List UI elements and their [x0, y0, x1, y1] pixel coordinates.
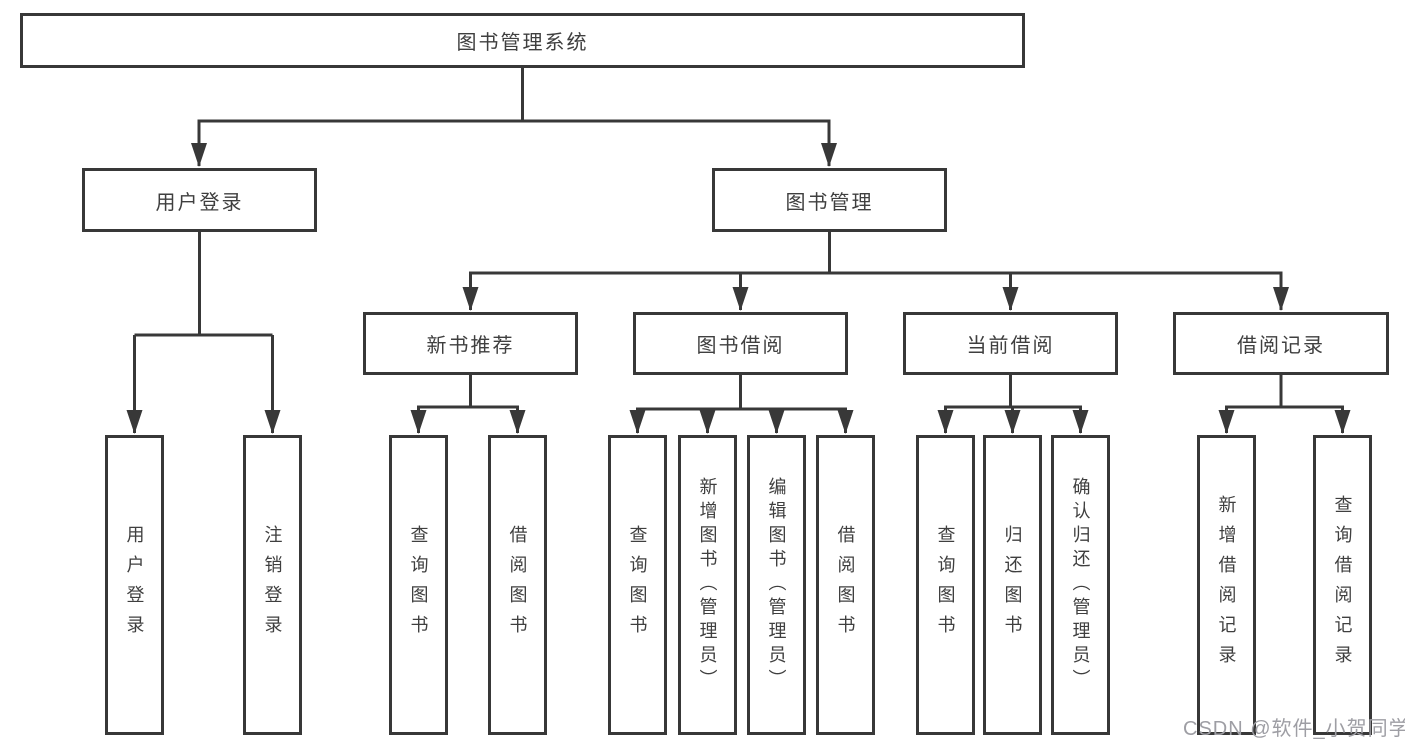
leaf-return-books: 归还图书 — [983, 435, 1042, 735]
node-current-borrow: 当前借阅 — [903, 312, 1118, 375]
node-user-login: 用户登录 — [82, 168, 317, 232]
leaf-edit-books-admin: 编辑图书（管理员） — [747, 435, 806, 735]
node-book-borrow: 图书借阅 — [633, 312, 848, 375]
leaf-label: 借阅图书 — [507, 525, 528, 645]
leaf-label: 归还图书 — [1002, 525, 1023, 645]
leaf-add-borrow-record: 新增借阅记录 — [1197, 435, 1256, 735]
node-book-management: 图书管理 — [712, 168, 947, 232]
leaf-label: 查询图书 — [627, 525, 648, 645]
leaf-label: 查询图书 — [935, 525, 956, 645]
leaf-logout: 注销登录 — [243, 435, 302, 735]
leaf-borrow-books-recommend: 借阅图书 — [488, 435, 547, 735]
leaf-borrow-books: 借阅图书 — [816, 435, 875, 735]
leaf-confirm-return-admin: 确认归还（管理员） — [1051, 435, 1110, 735]
leaf-label: 查询图书 — [408, 525, 429, 645]
leaf-user-login: 用户登录 — [105, 435, 164, 735]
leaf-label: 新增借阅记录 — [1216, 495, 1237, 675]
leaf-label: 用户登录 — [124, 525, 145, 645]
leaf-label: 查询借阅记录 — [1332, 495, 1353, 675]
node-borrow-records: 借阅记录 — [1173, 312, 1389, 375]
leaf-label: 确认归还（管理员） — [1070, 477, 1091, 693]
csdn-watermark: CSDN @软件_小贺同学 — [1183, 718, 1405, 740]
node-root-system: 图书管理系统 — [20, 13, 1025, 68]
leaf-query-books-current: 查询图书 — [916, 435, 975, 735]
leaf-label: 编辑图书（管理员） — [766, 477, 787, 693]
leaf-add-books-admin: 新增图书（管理员） — [678, 435, 737, 735]
leaf-query-books-recommend: 查询图书 — [389, 435, 448, 735]
leaf-label: 新增图书（管理员） — [697, 477, 718, 693]
node-new-book-recommend: 新书推荐 — [363, 312, 578, 375]
leaf-label: 注销登录 — [262, 525, 283, 645]
leaf-query-books-borrow: 查询图书 — [608, 435, 667, 735]
leaf-query-borrow-record: 查询借阅记录 — [1313, 435, 1372, 735]
leaf-label: 借阅图书 — [835, 525, 856, 645]
